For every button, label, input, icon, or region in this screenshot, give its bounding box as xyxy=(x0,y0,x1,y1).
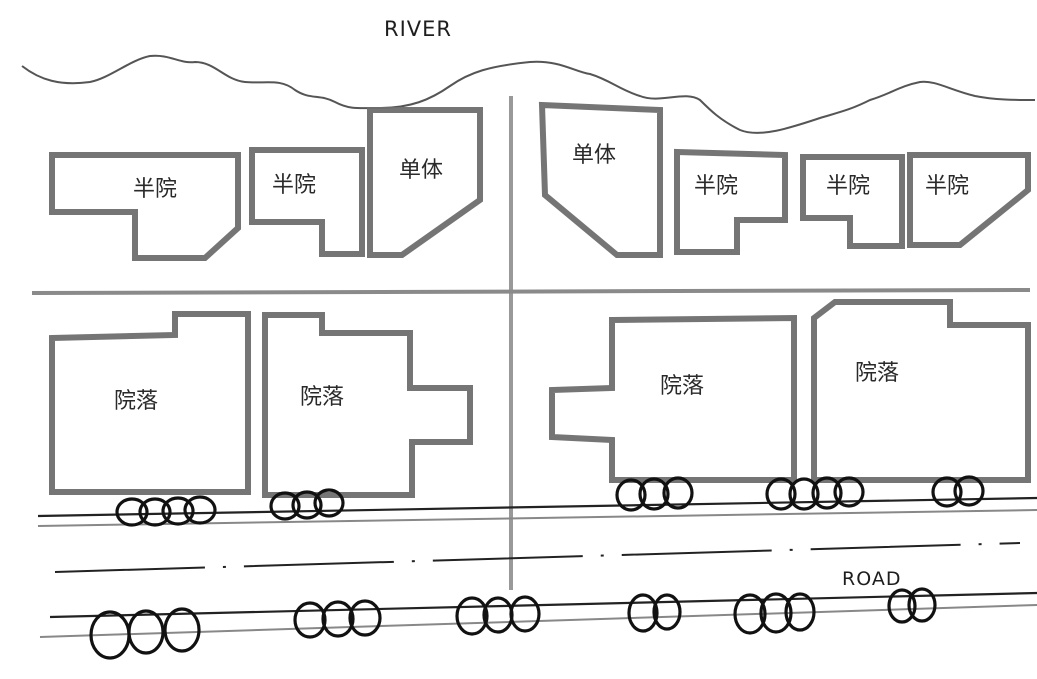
tree-group xyxy=(455,595,541,636)
building-label: 半院 xyxy=(826,174,870,199)
river-label: RIVER xyxy=(384,17,452,41)
building-label: 院落 xyxy=(300,385,344,410)
road-label: ROAD xyxy=(842,568,901,590)
building-c4: 院落 xyxy=(811,299,1031,483)
building-label: 半院 xyxy=(133,177,177,202)
tree-group xyxy=(765,476,865,511)
building-label: 单体 xyxy=(572,143,616,168)
building-b1: 半院 xyxy=(49,152,241,261)
river-bank-line xyxy=(21,54,1036,134)
building-b5: 半院 xyxy=(674,148,788,255)
building-c2: 院落 xyxy=(262,312,473,498)
tree-group xyxy=(887,587,937,624)
building-b6: 半院 xyxy=(800,154,905,249)
building-label: 半院 xyxy=(925,174,969,199)
building-label: 院落 xyxy=(855,361,899,386)
building-b7: 半院 xyxy=(907,152,1031,248)
internal-street-line xyxy=(31,288,1031,295)
tree-group xyxy=(269,488,345,521)
tree-group xyxy=(615,476,694,512)
building-c3: 院落 xyxy=(549,314,797,483)
building-b2: 半院 xyxy=(249,147,365,257)
tree-group xyxy=(293,599,382,639)
tree-group xyxy=(733,592,816,635)
building-b3: 单体 xyxy=(367,107,483,258)
north-roadside-trees xyxy=(115,475,985,527)
building-b4: 单体 xyxy=(538,101,663,258)
road-north-edge xyxy=(37,496,1037,518)
building-label: 院落 xyxy=(114,389,158,414)
north-row: 半院 半院 单体 单体 半院 半院 半院 xyxy=(49,101,1031,261)
building-label: 院落 xyxy=(660,374,704,399)
tree-group xyxy=(931,475,985,508)
building-label: 单体 xyxy=(399,158,443,183)
building-label: 半院 xyxy=(272,173,316,198)
tree-group xyxy=(89,607,201,660)
building-c1: 院落 xyxy=(49,311,251,495)
building-label: 半院 xyxy=(694,174,738,199)
south-row: 院落 院落 院落 院落 xyxy=(49,299,1031,498)
tree-group xyxy=(115,495,217,527)
road-south-edge xyxy=(49,591,1037,619)
tree-group xyxy=(627,593,682,633)
road-centerline xyxy=(54,542,1021,573)
south-roadside-trees xyxy=(89,587,937,660)
